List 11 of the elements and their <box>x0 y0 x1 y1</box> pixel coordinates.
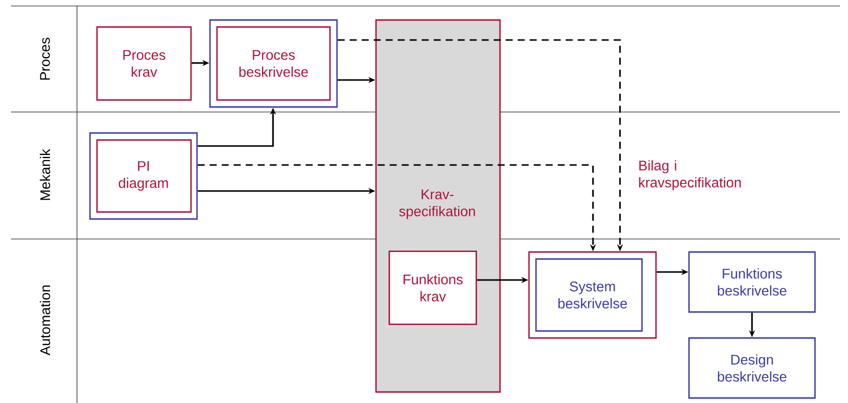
lane-label: Mekanik <box>40 148 50 200</box>
annotation-text: Bilag i kravspecifikation <box>639 160 741 190</box>
lane-label: Proces <box>40 38 50 80</box>
process-box: System beskrivelse <box>528 251 657 339</box>
lane-label: Automation <box>40 286 50 356</box>
process-box: PI diagram <box>89 132 198 220</box>
process-box: Proces beskrivelse <box>209 19 338 108</box>
process-box: Design beskrivelse <box>688 337 816 399</box>
process-box: Funktions beskrivelse <box>688 251 816 313</box>
process-box: Funktions krav <box>388 250 477 325</box>
process-box: Proces krav <box>96 26 192 101</box>
